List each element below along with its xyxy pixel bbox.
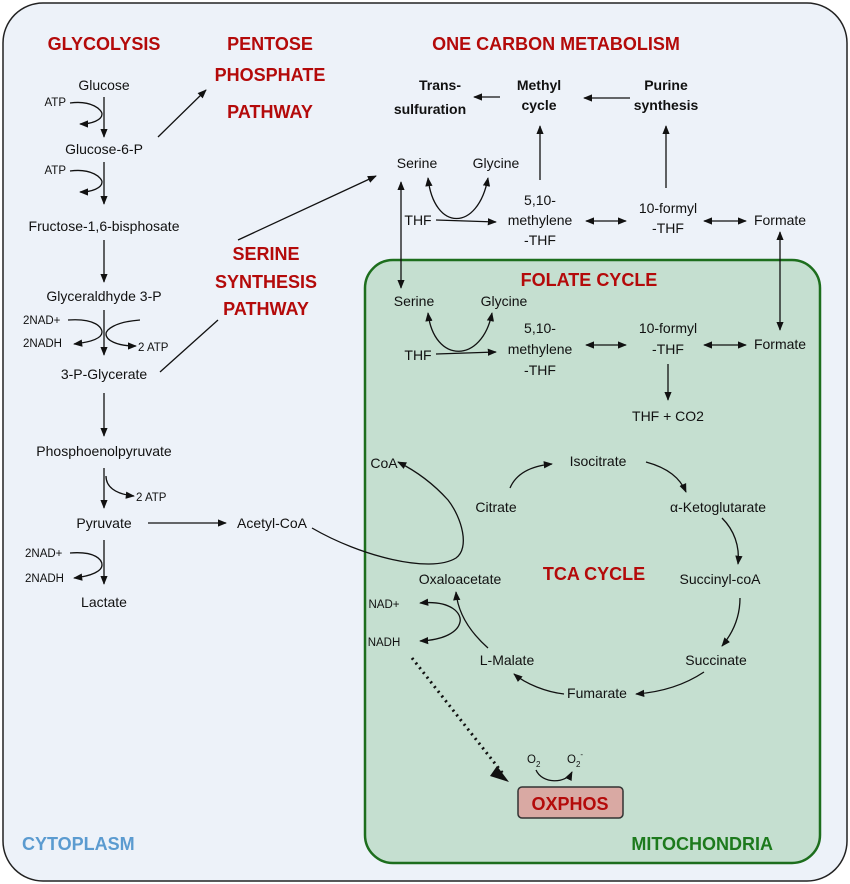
f16bp-label: Fructose-1,6-bisphosate (29, 218, 180, 234)
tca-cycle-header: TCA CYCLE (543, 564, 645, 584)
arrow-thf-methylene-cyto (435, 218, 497, 226)
formyl-cyto-1: 10-formyl (639, 200, 697, 216)
serine-synthesis-header-1: SERINE (232, 244, 299, 264)
one-carbon-header: ONE CARBON METABOLISM (432, 34, 680, 54)
atp-in-1: ATP (44, 97, 66, 109)
malate-label: L-Malate (480, 652, 535, 668)
acetylcoa-citrate-curve (311, 461, 464, 565)
fumarate-label: Fumarate (567, 685, 627, 701)
pentose-header-3: PATHWAY (227, 102, 313, 122)
superoxide-label: O2- (567, 750, 583, 769)
akg-label: α-Ketoglutarate (670, 499, 766, 515)
methylene-cyto-3: -THF (524, 232, 556, 248)
glucose-label: Glucose (78, 77, 130, 93)
oxphos-label: OXPHOS (531, 794, 608, 814)
thf-cyto-label: THF (404, 212, 431, 228)
nadh-2: 2NADH (25, 573, 64, 585)
formate-mito-label: Formate (754, 336, 806, 352)
serine-glycine-cyto-arc (425, 177, 491, 219)
arrow-thf-methylene-mito (435, 348, 497, 356)
serine-synthesis-header-2: SYNTHESIS (215, 272, 317, 292)
nad-plus-tca: NAD+ (369, 599, 400, 611)
atp-out-hook-1 (105, 319, 141, 350)
nadh-1: 2NADH (23, 338, 62, 350)
atp-out-hook-2 (105, 475, 135, 499)
mitochondria-label: MITOCHONDRIA (631, 834, 773, 854)
arrow-succinyl-succinate (721, 597, 741, 647)
methyl-cycle-label-1: Methyl (517, 77, 561, 93)
formyl-mito-1: 10-formyl (639, 320, 697, 336)
o2-label: O2 (527, 754, 541, 769)
succinyl-coa-label: Succinyl-coA (680, 571, 762, 587)
methylene-cyto-1: 5,10- (524, 192, 556, 208)
line-3pg-serine-synthesis (159, 319, 219, 373)
isocitrate-label: Isocitrate (570, 453, 627, 469)
formyl-mito-2: -THF (652, 341, 684, 357)
3pg-label: 3-P-Glycerate (61, 366, 148, 382)
cytoplasm-label: CYTOPLASM (22, 834, 135, 854)
arrow-malate-oxaloacetate (453, 591, 489, 649)
formyl-cyto-2: -THF (652, 220, 684, 236)
nad-nadh-tca-hook (419, 598, 461, 645)
formate-cyto-label: Formate (754, 212, 806, 228)
serine-glycine-mito-arc (425, 312, 494, 352)
transsulfuration-label-2: sulfuration (394, 101, 466, 117)
coa-label: CoA (370, 455, 398, 471)
purine-synthesis-label-1: Purine (644, 77, 688, 93)
arrow-serine-synthesis-serine (237, 175, 377, 241)
methylene-cyto-2: methylene (508, 212, 573, 228)
atp-hook-1 (69, 101, 103, 128)
nadh-tca: NADH (368, 637, 401, 649)
arrow-to-pentose (157, 89, 207, 138)
oxaloacetate-label: Oxaloacetate (419, 571, 502, 587)
oxphos-box (517, 786, 624, 819)
methylene-mito-3: -THF (524, 362, 556, 378)
glycine-cyto-label: Glycine (473, 155, 520, 171)
methylene-mito-2: methylene (508, 341, 573, 357)
folate-cycle-header: FOLATE CYCLE (521, 270, 658, 290)
nad-hook-2 (69, 552, 103, 581)
dotted-arrowhead (490, 766, 509, 782)
glycine-mito-label: Glycine (481, 293, 528, 309)
nad-plus-2: 2NAD+ (25, 548, 63, 560)
o2-superoxide-arc (535, 769, 573, 782)
serine-synthesis-header-3: PATHWAY (223, 299, 309, 319)
atp-in-2: ATP (44, 165, 66, 177)
serine-mito-label: Serine (394, 293, 435, 309)
arrow-isocitrate-akg (645, 461, 687, 493)
atp-hook-2 (69, 169, 103, 196)
thf-co2-label: THF + CO2 (632, 408, 704, 424)
arrow-citrate-isocitrate (509, 461, 553, 489)
nad-hook-1 (67, 319, 103, 347)
arrow-succinate-fumarate (635, 671, 705, 698)
acetyl-coa-label: Acetyl-CoA (237, 515, 308, 531)
thf-mito-label: THF (404, 347, 431, 363)
arrow-akg-succinyl (721, 517, 743, 565)
pep-label: Phosphoenolpyruvate (36, 443, 172, 459)
nad-plus-1: 2NAD+ (23, 315, 61, 327)
mitochondria-compartment (363, 258, 822, 865)
citrate-label: Citrate (475, 499, 516, 515)
lactate-label: Lactate (81, 594, 127, 610)
pentose-header-2: PHOSPHATE (215, 65, 326, 85)
serine-cyto-label: Serine (397, 155, 438, 171)
succinate-label: Succinate (685, 652, 747, 668)
methylene-mito-1: 5,10- (524, 320, 556, 336)
pyruvate-label: Pyruvate (76, 515, 131, 531)
arrow-fumarate-malate (513, 673, 565, 695)
atp-out-1: 2 ATP (138, 342, 169, 354)
pentose-header-1: PENTOSE (227, 34, 313, 54)
purine-synthesis-label-2: synthesis (634, 97, 699, 113)
glycolysis-header: GLYCOLYSIS (48, 34, 161, 54)
nadh-oxphos-dotted (410, 657, 506, 776)
transsulfuration-label-1: Trans- (419, 77, 461, 93)
atp-out-2: 2 ATP (136, 492, 167, 504)
g3p-label: Glyceraldhyde 3-P (46, 288, 161, 304)
methyl-cycle-label-2: cycle (521, 97, 556, 113)
g6p-label: Glucose-6-P (65, 141, 143, 157)
